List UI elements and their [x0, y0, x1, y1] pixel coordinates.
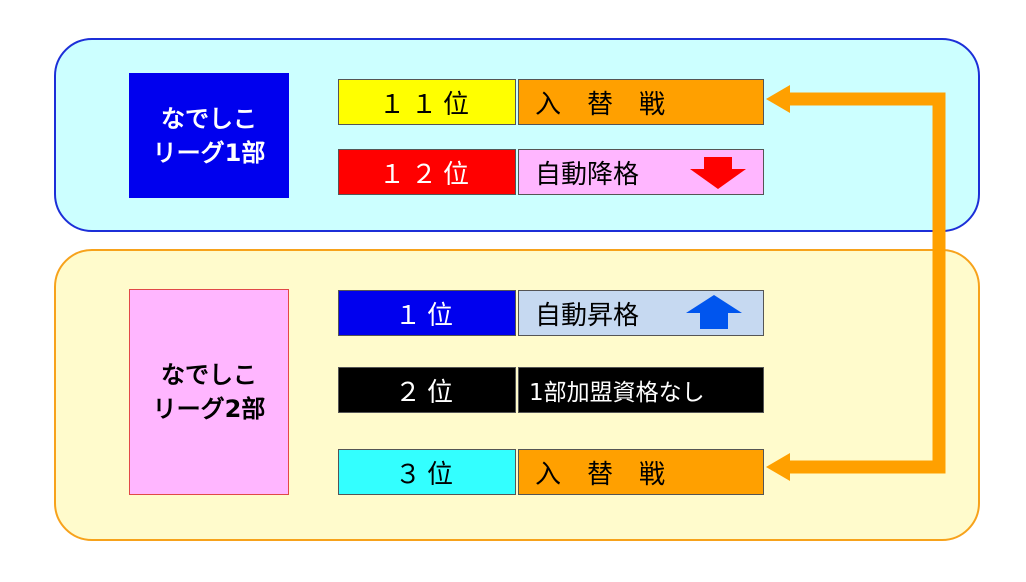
rank-3: ３位 — [338, 449, 516, 495]
result-1-label: 自動昇格 — [535, 300, 640, 331]
rank-12: １２位 — [338, 149, 516, 195]
up-arrow-icon — [686, 295, 742, 329]
result-11-playoff: 入 替 戦 — [518, 79, 764, 125]
connector-arrowhead-bottom — [766, 453, 790, 481]
league-1-label: なでしこ リーグ1部 — [129, 73, 289, 198]
down-arrow-icon — [690, 157, 746, 189]
result-2-ineligible: 1部加盟資格なし — [518, 367, 764, 413]
rank-11: １１位 — [338, 79, 516, 125]
result-12-label: 自動降格 — [535, 159, 640, 190]
result-3-playoff: 入 替 戦 — [518, 449, 764, 495]
connector-arrowhead-top — [766, 85, 790, 113]
league-2-label: なでしこ リーグ2部 — [129, 289, 289, 495]
rank-2: ２位 — [338, 367, 516, 413]
rank-1: １位 — [338, 290, 516, 336]
